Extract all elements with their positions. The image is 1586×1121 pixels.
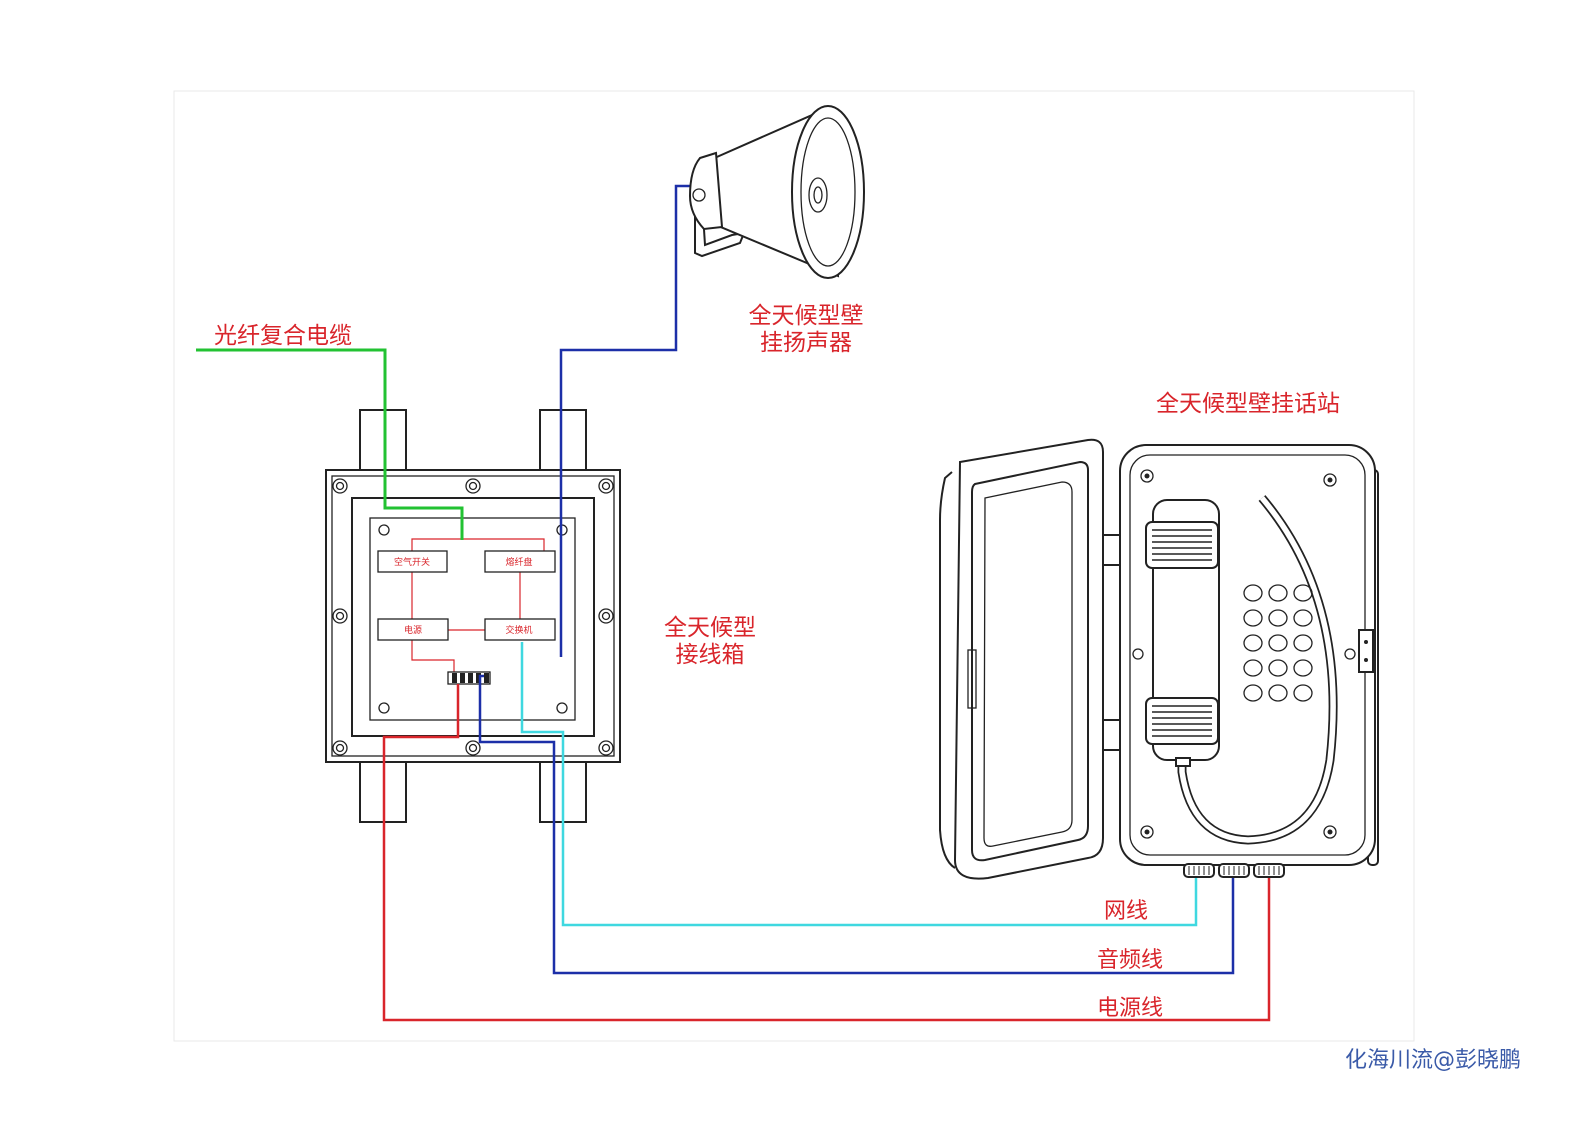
box-body: [325, 469, 621, 763]
speaker-bell-inner: [800, 117, 856, 267]
label-power-cable: 电源线: [1097, 996, 1163, 1021]
label-junction-box-line2: 接线箱: [676, 642, 745, 668]
module-switch: [484, 618, 556, 641]
handset-earpiece-grille: [1145, 521, 1219, 569]
module-air-switch-label: 空气开关: [394, 556, 430, 568]
speaker-driver: [688, 151, 724, 231]
module-power-label: 电源: [404, 624, 422, 636]
keypad: [1243, 584, 1313, 702]
module-fiber-tray: [484, 550, 556, 573]
label-audio-cable: 音频线: [1097, 948, 1163, 973]
box-lug-top-left: [359, 409, 407, 471]
fiber-composite-cable: [196, 348, 464, 540]
label-speaker-line2: 挂扬声器: [760, 330, 852, 356]
audio-cable: [478, 674, 1235, 975]
horn-speaker: [688, 105, 865, 279]
telephone-station: [939, 438, 1379, 880]
box-bolts: [332, 478, 614, 756]
box-mounting-plate: [369, 517, 576, 721]
cable-glands: [1183, 863, 1285, 878]
network-cable: [520, 642, 1198, 927]
station-door: [939, 438, 1104, 880]
station-side-latch: [1358, 629, 1374, 673]
box-lug-top-right: [539, 409, 587, 471]
box-internal-wiring: [411, 538, 545, 672]
diagram-frame: [173, 90, 1415, 1042]
module-switch-label: 交换机: [505, 624, 532, 636]
station-door-latch: [967, 649, 977, 709]
speaker-audio-cable: [559, 184, 692, 657]
module-fiber-tray-label: 熔纤盘: [505, 556, 532, 568]
label-fiber-composite-cable: 光纤复合电缆: [214, 323, 352, 349]
speaker-bell-rim: [791, 105, 865, 279]
label-network-cable: 网线: [1104, 899, 1148, 924]
handset: [1145, 499, 1220, 767]
watermark: 化海川流@彭晓鹏: [1345, 1048, 1522, 1073]
module-power: [377, 618, 449, 641]
junction-box: 空气开关 熔纤盘 电源 交换机: [325, 409, 621, 823]
label-junction-box-line1: 全天候型: [664, 615, 756, 641]
module-air-switch: [377, 550, 448, 573]
terminal-block: [447, 671, 491, 685]
label-telephone-station: 全天候型壁挂话站: [1156, 391, 1340, 417]
box-body-inner-rim: [331, 475, 615, 757]
power-cable: [382, 684, 1271, 1022]
handset-mouthpiece-grille: [1145, 697, 1219, 745]
box-lid: [351, 497, 595, 737]
speaker-throat: [808, 177, 828, 213]
label-speaker-line1: 全天候型壁: [749, 303, 864, 329]
